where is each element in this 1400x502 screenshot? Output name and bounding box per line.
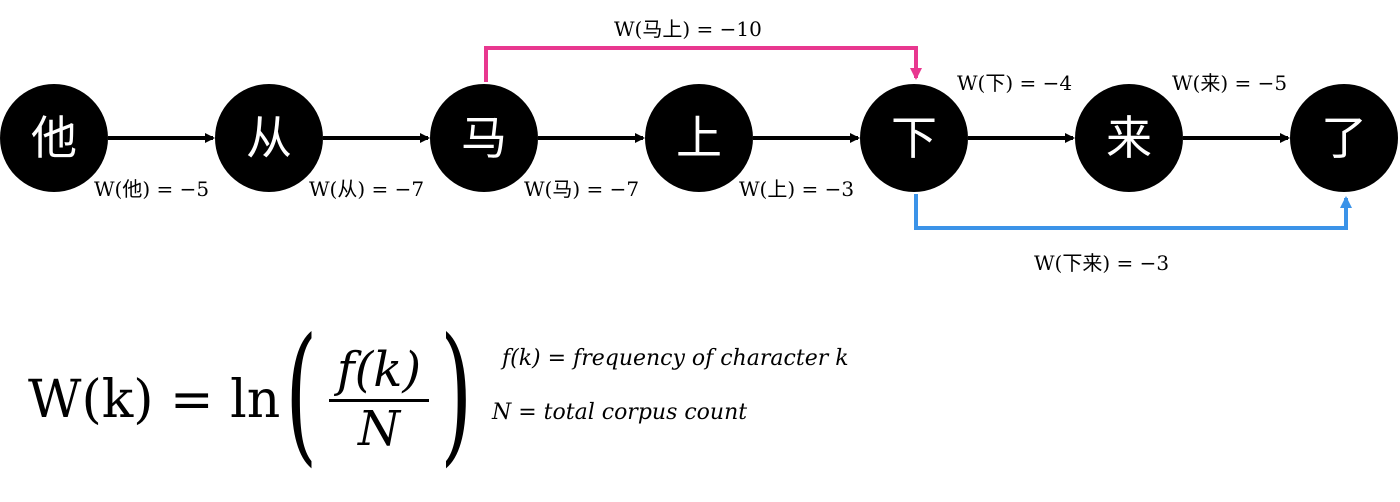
node-circle [430,84,538,192]
definition-frequency: f(k) = frequency of character k [502,346,849,371]
left-paren: ( [285,307,318,481]
node-char: 马 [461,111,507,165]
node-shang: 上 [645,84,753,192]
node-circle [645,84,753,192]
formula-numerator: f(k) [336,342,422,399]
node-char: 从 [246,111,292,165]
weight-formula: W(k) = ln ( f(k) N ) [28,319,478,470]
right-paren: ) [440,307,473,481]
weight-label-shang: W(上) = −3 [739,177,854,201]
node-char: 上 [676,111,722,165]
skip-edge-mashang [484,46,922,82]
formula-lhs: W(k) = ln [28,370,281,430]
weight-label-cong: W(从) = −7 [309,177,424,201]
node-xia: 下 [860,84,968,192]
node-cong: 从 [215,84,323,192]
node-le: 了 [1290,84,1398,192]
word-graph: 他 从 马 上 下 来 了 W(马上) = −10W(下来) = −3 W(他) = −5 W(… [0,17,1398,275]
weight-label-lai: W(来) = −5 [1172,71,1287,95]
node-char: 来 [1106,111,1152,165]
node-char: 他 [31,111,77,165]
formula-fraction: f(k) N [328,342,430,457]
node-lai: 来 [1075,84,1183,192]
skip-edge-label-mashang: W(马上) = −10 [614,17,762,41]
node-ma: 马 [430,84,538,192]
node-ta: 他 [0,84,108,192]
skip-edge-label-xialai: W(下来) = −3 [1034,251,1169,275]
weight-label-ta: W(他) = −5 [94,177,209,201]
node-circle [860,84,968,192]
node-char: 了 [1321,111,1367,165]
weight-label-xia: W(下) = −4 [957,71,1072,95]
definition-corpus: N = total corpus count [492,400,748,425]
node-circle [1075,84,1183,192]
formula-denominator: N [357,400,400,457]
node-circle [1290,84,1398,192]
weight-label-ma: W(马) = −7 [524,177,639,201]
node-circle [0,84,108,192]
fraction-bar [328,398,430,402]
skip-edge-xialai [914,194,1352,230]
node-circle [215,84,323,192]
node-char: 下 [891,111,937,165]
formula-definitions: f(k) = frequency of character k N = tota… [492,345,849,427]
